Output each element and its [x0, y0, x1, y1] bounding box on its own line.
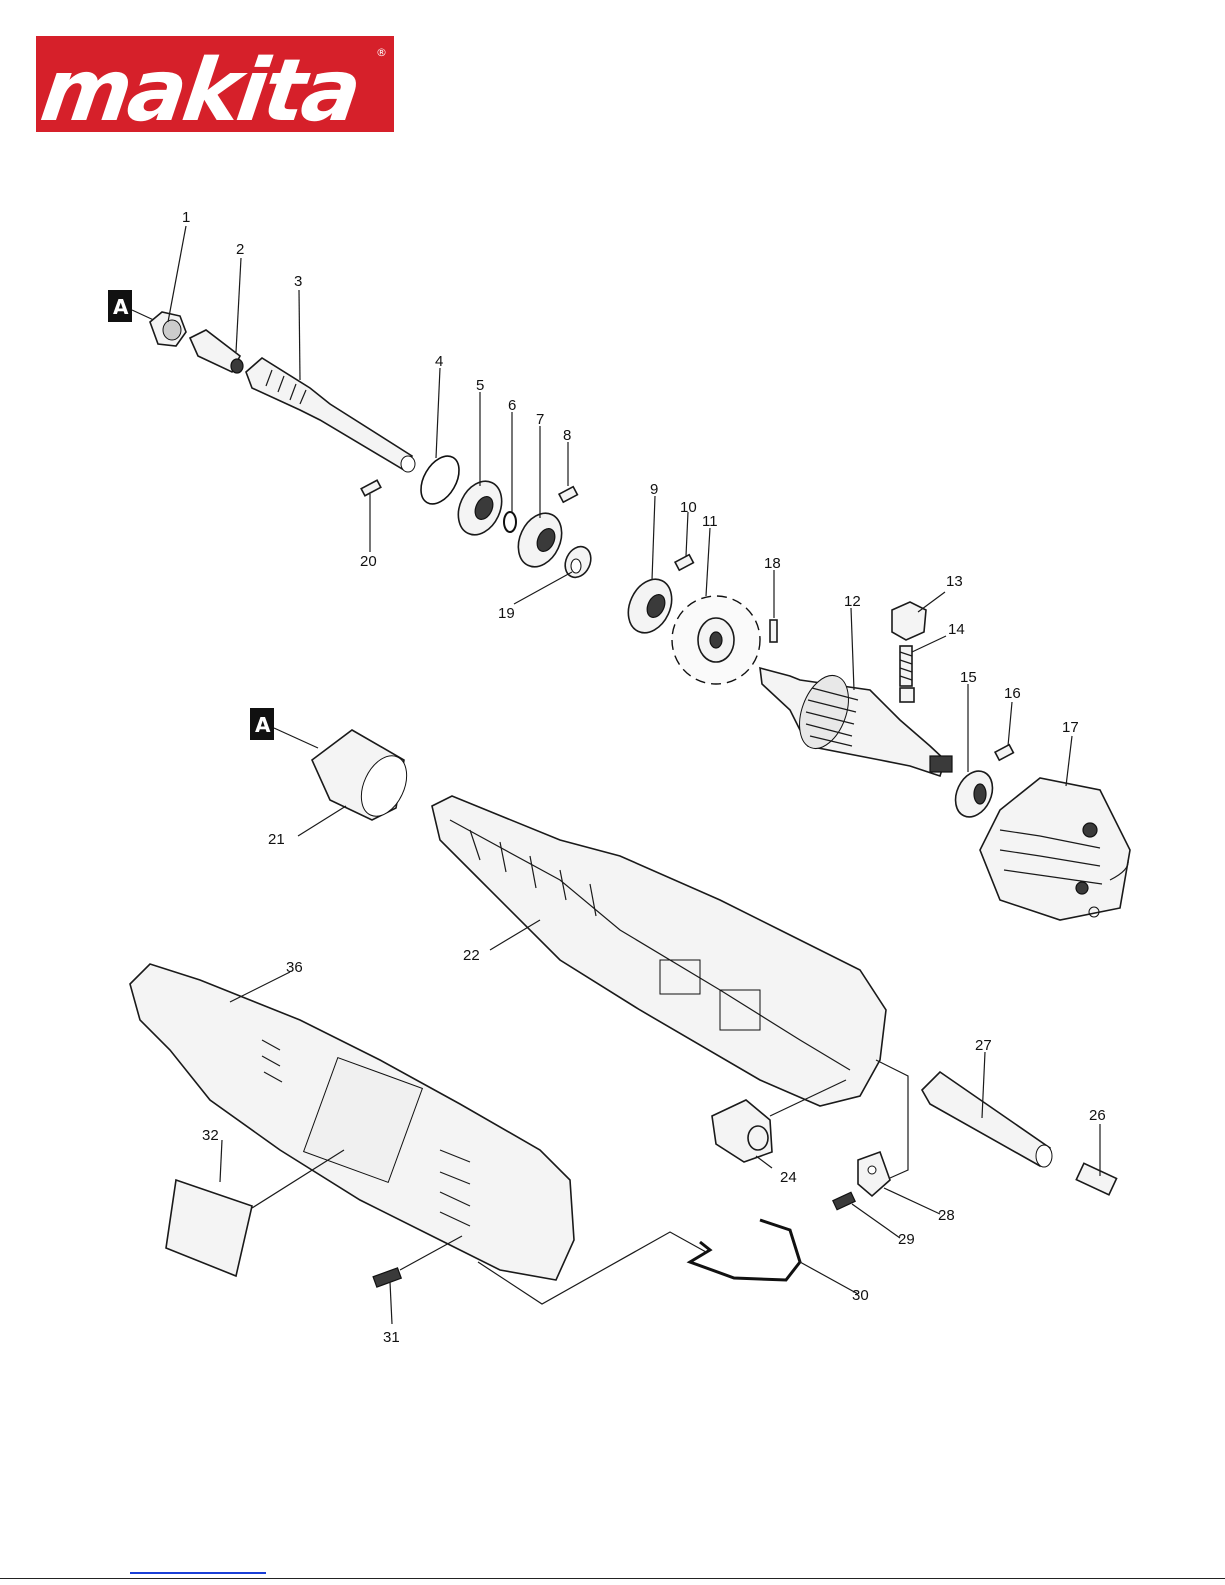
part-31-screw-icon [373, 1268, 401, 1287]
part-number: 24 [780, 1169, 797, 1186]
part-number: 13 [946, 573, 963, 590]
marker-a-top: A [108, 290, 132, 322]
part-20-pin-icon [361, 480, 381, 496]
part-16-pin-icon [995, 745, 1013, 760]
part-number: 12 [844, 593, 861, 610]
part-number: 6 [508, 397, 516, 414]
part-12-armature-icon [760, 668, 952, 776]
part-9-bearing-icon [620, 572, 680, 640]
part-22-housing-icon [432, 796, 886, 1106]
part-number: 22 [463, 947, 480, 964]
part-3-spindle-icon [246, 358, 415, 472]
part-number: 26 [1089, 1107, 1106, 1124]
part-17-field-icon [980, 778, 1130, 920]
part-10-pin-icon [675, 555, 693, 570]
part-number: 1 [182, 209, 190, 226]
part-2-collet-icon [190, 330, 243, 373]
part-number: 16 [1004, 685, 1021, 702]
marker-a-label-2: A [255, 713, 271, 737]
part-30-hanger-icon [690, 1220, 800, 1280]
part-14-spring-icon [900, 646, 914, 702]
part-number: 3 [294, 273, 302, 290]
part-32-label-icon [166, 1180, 252, 1276]
part-number: 5 [476, 377, 484, 394]
part-number: 2 [236, 241, 244, 258]
part-number: 30 [852, 1287, 869, 1304]
part-6-retaining-ring-icon [504, 512, 516, 532]
part-26-cord-icon [1076, 1163, 1116, 1195]
footer-link-underline[interactable] [130, 1572, 266, 1574]
part-number: 4 [435, 353, 443, 370]
part-24-switch-icon [712, 1100, 772, 1162]
marker-a-label: A [113, 295, 129, 319]
part-13-brush-icon [892, 602, 926, 640]
part-29-screw-icon [833, 1192, 855, 1210]
part-number: 32 [202, 1127, 219, 1144]
part-number: 19 [498, 605, 515, 622]
part-number: 14 [948, 621, 965, 638]
part-number: 31 [383, 1329, 400, 1346]
part-number: 8 [563, 427, 571, 444]
part-21-cap-icon [312, 730, 416, 823]
part-number: 36 [286, 959, 303, 976]
part-number: 15 [960, 669, 977, 686]
part-28-clamp-icon [858, 1152, 890, 1196]
part-number: 11 [702, 513, 718, 530]
part-number: 21 [268, 831, 285, 848]
part-11-fan-icon [672, 596, 760, 684]
part-1-nut-icon [150, 312, 186, 346]
footer-divider [0, 1578, 1225, 1579]
part-number: 9 [650, 481, 658, 498]
part-number: 29 [898, 1231, 915, 1248]
part-number: 17 [1062, 719, 1079, 736]
part-number: 18 [764, 555, 781, 572]
part-number: 20 [360, 553, 377, 570]
part-number: 7 [536, 411, 544, 428]
part-15-bearing-icon [948, 765, 999, 823]
part-27-strain-relief-icon [922, 1072, 1052, 1167]
marker-a-middle: A [250, 708, 274, 740]
part-18-pin-icon [770, 620, 777, 642]
part-4-ring-icon [413, 449, 467, 510]
part-number: 10 [680, 499, 697, 516]
part-number: 28 [938, 1207, 955, 1224]
part-number: 27 [975, 1037, 992, 1054]
part-8-pin-icon [559, 487, 577, 502]
